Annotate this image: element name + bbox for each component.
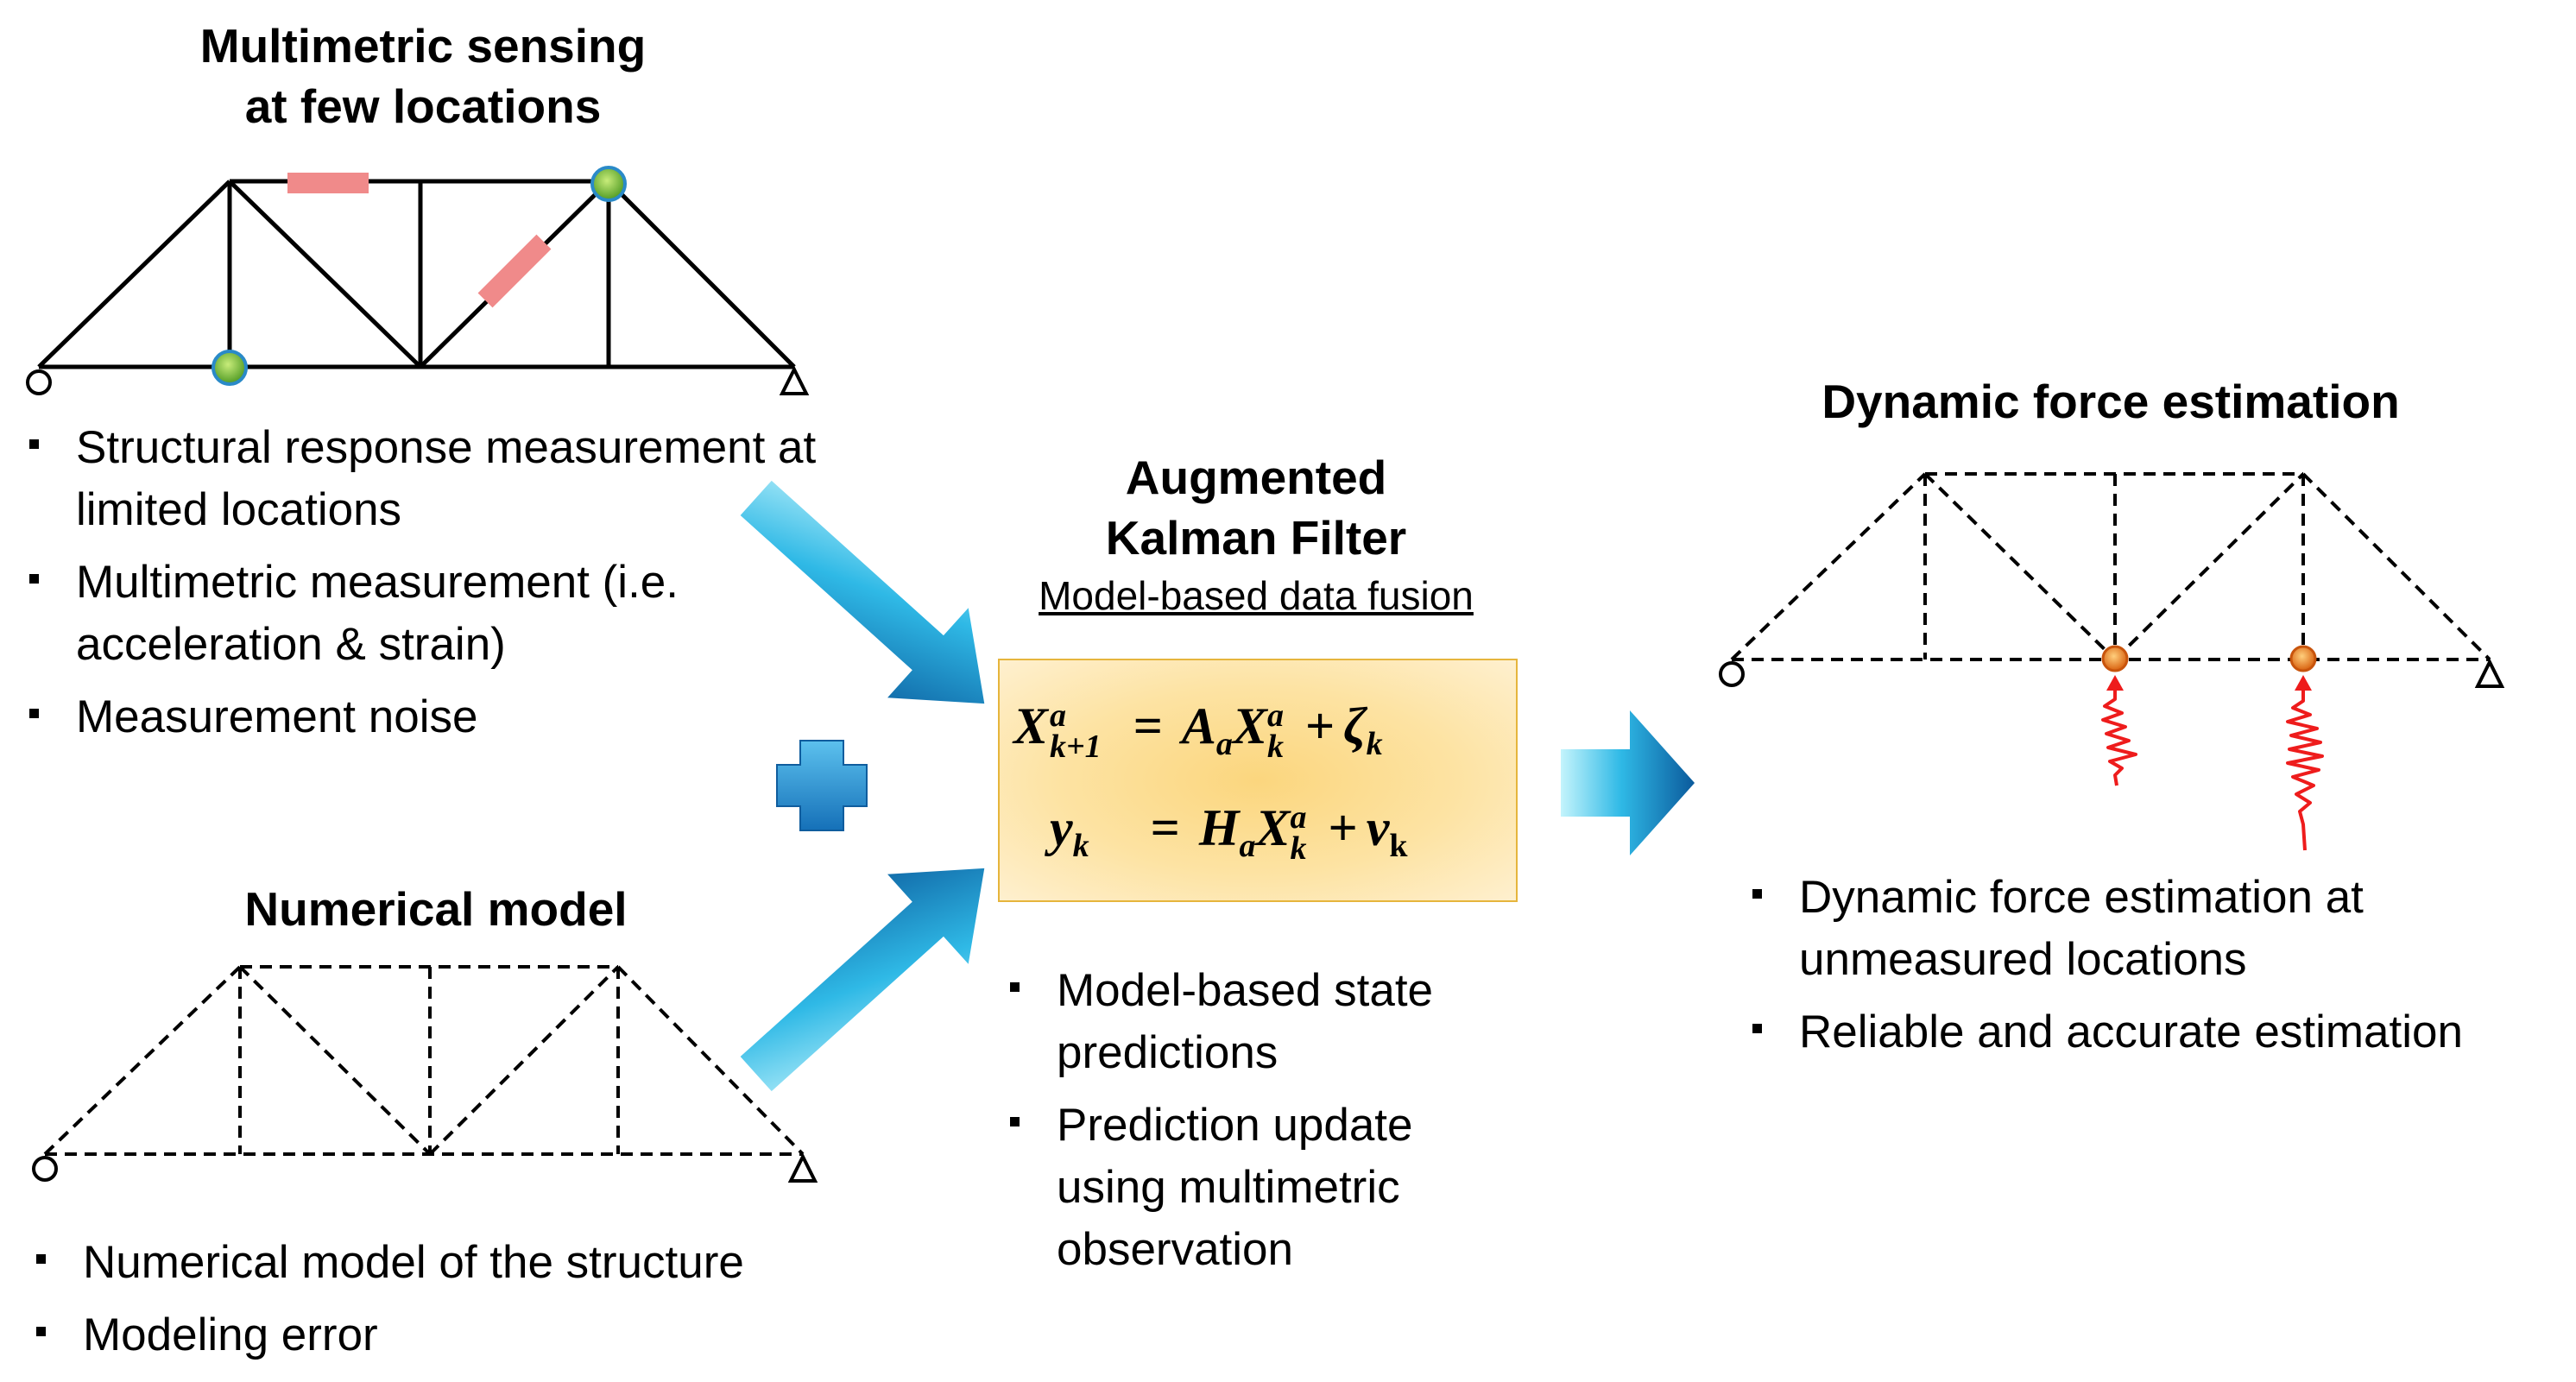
eq1-X-sup: a — [1266, 697, 1284, 735]
eq2-X: X — [1255, 799, 1291, 856]
model-bullet-2: Modeling error — [36, 1304, 865, 1366]
flow-arrow-icon — [740, 868, 985, 1092]
arrow-sensing-to-filter — [740, 480, 985, 704]
eq2-equals: = — [1150, 799, 1180, 856]
truss-diagonal-1 — [228, 180, 422, 369]
filter-subtitle: Model-based data fusion — [1039, 573, 1474, 618]
eq2-H-sub: a — [1239, 828, 1256, 864]
estimation-bullet-1: Dynamic force estimation at unmeasured l… — [1752, 867, 2438, 991]
eq1-lhs-sub: k+1 — [1050, 729, 1102, 766]
estimation-bullet-2: Reliable and accurate estimation — [1752, 1001, 2573, 1063]
eq2-plus: + — [1328, 799, 1358, 856]
model-right-end — [616, 965, 805, 1156]
filter-title: Augmented Kalman Filter — [997, 447, 1515, 568]
eq1-equals: = — [1133, 697, 1163, 754]
truss-right-end — [607, 180, 796, 369]
estimation-bullets: Dynamic force estimation at unmeasured l… — [1752, 867, 2573, 1063]
strain-gauge-top — [287, 173, 369, 193]
eq1-A: A — [1181, 697, 1216, 754]
force-signal-1 — [2101, 680, 2137, 786]
model-diagonal-2 — [428, 965, 620, 1156]
arrow-model-to-filter — [740, 868, 985, 1092]
sensing-truss — [37, 179, 796, 369]
eq2-noise: v — [1366, 799, 1390, 856]
estimation-title: Dynamic force estimation — [1822, 375, 2400, 428]
estimation-truss — [1730, 472, 2491, 661]
arrowhead-1 — [2106, 675, 2124, 691]
sensing-title-line1: Multimetric sensing — [199, 19, 647, 73]
eq2-noise-sub: k — [1389, 828, 1408, 864]
eq2-lhs-sub: k — [1072, 828, 1089, 864]
force-node-2 — [2289, 645, 2317, 672]
eq1-noise-sub: k — [1366, 726, 1383, 762]
sensing-bullet-3: Measurement noise — [29, 686, 884, 748]
arrow-filter-to-estimation — [1561, 710, 1695, 855]
pin-support-icon — [32, 1156, 58, 1182]
filter-title-line2: Kalman Filter — [1105, 511, 1407, 565]
filter-title-line1: Augmented — [1125, 451, 1387, 504]
strain-gauges — [287, 173, 552, 308]
force-signals — [2101, 680, 2324, 851]
accelerometer-bottom — [212, 350, 248, 386]
est-left-end — [1730, 472, 1927, 661]
eq2-H: H — [1198, 799, 1240, 856]
eq2-X-sup: a — [1290, 799, 1307, 836]
model-title: Numerical model — [244, 882, 628, 936]
pin-support-icon — [26, 369, 52, 395]
truss-left-end — [37, 180, 231, 369]
sensing-title-line2: at few locations — [244, 79, 602, 133]
roller-support-icon — [2474, 658, 2505, 688]
sensing-truss-supports — [26, 365, 810, 395]
est-diagonal-1 — [1923, 472, 2117, 661]
accelerometers — [212, 166, 627, 386]
force-signal-2 — [2286, 680, 2324, 851]
model-bullets: Numerical model of the structure Modelin… — [36, 1232, 865, 1366]
eq1-X-sub: k — [1266, 729, 1284, 766]
force-nodes — [2101, 645, 2317, 672]
plus-icon — [776, 740, 868, 831]
sensing-bullets: Structural response measurement at limit… — [29, 417, 884, 748]
model-truss-supports — [32, 1152, 818, 1183]
model-bullet-1: Numerical model of the structure — [36, 1232, 865, 1294]
estimation-truss-supports — [1719, 658, 2505, 688]
est-right-end — [2301, 472, 2491, 661]
arrowhead-2 — [2295, 675, 2312, 691]
model-diagonal-1 — [238, 965, 432, 1156]
filter-bullet-1: Model-based state predictions — [1010, 960, 1493, 1084]
flow-arrow-icon — [740, 480, 985, 704]
eq1-noise: ζ — [1343, 697, 1367, 754]
roller-support-icon — [779, 365, 810, 395]
force-signal-arrowheads — [2106, 675, 2312, 691]
accelerometer-top — [590, 166, 627, 202]
eq1-A-sub: a — [1215, 726, 1233, 762]
sensing-bullet-1: Structural response measurement at limit… — [29, 417, 884, 541]
eq1-X: X — [1232, 697, 1267, 754]
strain-gauge-diagonal — [477, 234, 552, 308]
eq1-lhs-sup: a — [1050, 697, 1067, 735]
est-diagonal-2 — [2113, 472, 2305, 661]
sensing-bullet-2: Multimetric measurement (i.e. accelerati… — [29, 552, 715, 676]
flow-arrow-icon — [1561, 710, 1695, 855]
filter-bullets: Model-based state predictions Prediction… — [1010, 960, 1493, 1281]
eq2-lhs: y — [1050, 799, 1073, 856]
roller-support-icon — [787, 1152, 818, 1183]
force-node-1 — [2101, 645, 2129, 672]
filter-bullet-2: Prediction update using multimetric obse… — [1010, 1095, 1493, 1281]
model-left-end — [43, 965, 242, 1156]
sensing-title: Multimetric sensing at few locations — [121, 16, 725, 136]
model-truss — [43, 965, 805, 1156]
eq1-lhs: X — [1013, 697, 1049, 754]
pin-support-icon — [1719, 661, 1745, 687]
eq1-plus: + — [1304, 697, 1335, 754]
eq2-X-sub: k — [1290, 830, 1307, 868]
